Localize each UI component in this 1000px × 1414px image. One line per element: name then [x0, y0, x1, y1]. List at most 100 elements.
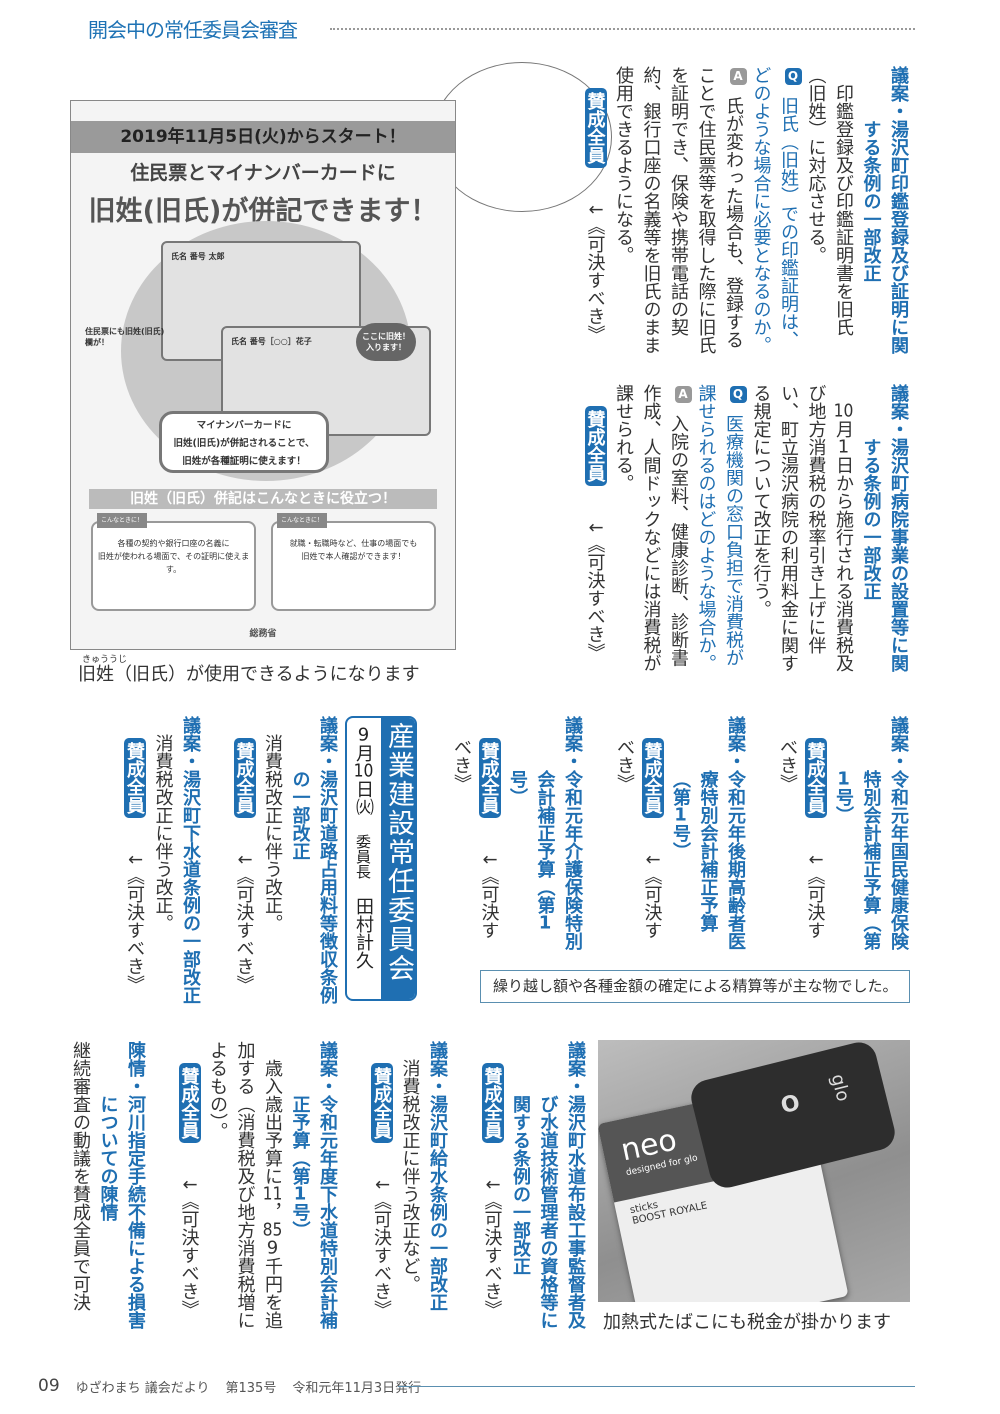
box-tag: こんなときに！ [277, 513, 328, 528]
bubble-line: マイナンバーカードに [196, 420, 292, 431]
answer: A 入院の室料、健康診断、診断書作成、人間ドックなどには消費税が課せられる。 [610, 384, 693, 674]
article-chinjo: 陳情・河川指定手続不備による損害についての陳情 継続審査の動議を賛成全員で可決 [67, 1041, 150, 1331]
vote-row: 賛成全員↓《可決すべき》 [774, 716, 830, 954]
vote-row: 賛成全員↓《可決すべき》 [230, 716, 259, 1004]
committee-info: 9月10日㈫ 委員長 田村計久 [347, 718, 381, 999]
article-kokuho: 議案・令和元年国民健康保険特別会計補正予算（第1号） 賛成全員↓《可決すべき》 [774, 716, 913, 954]
article-body: 継続審査の動議を賛成全員で可決 [70, 1041, 91, 1311]
article-title: 議案・湯沢町下水道条例の一部改正 [180, 716, 201, 1004]
article-body: 10月1日から施行される消費税及び地方消費税の税率引き上げに伴い、町立湯沢病院の… [750, 384, 855, 672]
poster-bubble: マイナンバーカードに 旧姓(旧氏)が併記されることで、 旧姓が各種証明に使えます… [159, 411, 329, 473]
stamp-illustration [432, 62, 612, 212]
note-box: 繰り越し額や各種金額の確定による精算等が主な物でした。 [480, 970, 910, 1003]
question: Q 医療機関の窓口負担で消費税が課せられるのはどのような場合か。 [692, 384, 747, 674]
poster-headline: 住民票とマイナンバーカードに [130, 162, 396, 184]
question-text: 医療機関の窓口負担で消費税が課せられるのはどのような場合か。 [695, 384, 745, 672]
vote-row: 賛成全員↓《可決すべき》 [581, 66, 610, 356]
a-icon: A [674, 386, 692, 403]
issue-number: 第135号 [225, 1380, 277, 1396]
koko-callout: ここに旧姓！入ります！ [356, 323, 416, 361]
vote-badge: 賛成全員 [584, 88, 607, 168]
vote-row: 賛成全員 ↓《可決すべき》 [175, 1041, 204, 1331]
article-suido: 議案・湯沢町水道布設工事監督者及び水道技術管理者の資格等に関する条例の一部改正 … [478, 1041, 589, 1331]
article-title: 議案・湯沢町病院事業の設置等に関する条例の一部改正 [860, 384, 910, 672]
committee-name: 産業建設常任委員会 [381, 718, 415, 999]
vote-result: ↓《可決すべき》 [451, 738, 500, 940]
article-title: 陳情・河川指定手続不備による損害についての陳情 [97, 1041, 147, 1329]
article-gesui-hosei: 議案・令和元年度下水道特別会計補正予算（第1号） 歳入歳出予算に11，859千円… [175, 1041, 341, 1331]
question-text: 旧氏（旧姓）での印鑑証明は、どのような場合に必要となるのか。 [750, 66, 800, 354]
q-icon: Q [729, 386, 747, 403]
answer: A 氏が変わった場合も、登録することで住民票等を取得した際に旧氏を証明でき、保険… [610, 66, 748, 356]
a-icon: A [729, 68, 747, 85]
article-body: 消費税改正に伴う改正など。 [399, 1059, 421, 1293]
vote-badge: 賛成全員 [641, 738, 664, 818]
vote-row: 賛成全員 ↓《可決すべき》 [581, 384, 610, 674]
q-icon: Q [784, 68, 802, 85]
vote-row: 賛成全員↓《可決すべき》 [121, 716, 150, 1004]
vote-badge: 賛成全員 [584, 406, 607, 486]
vote-badge: 賛成全員 [371, 1063, 393, 1143]
card-name: 氏名 番号［○○］花子 [231, 337, 312, 346]
article-title: 議案・令和元年介護保険特別会計補正予算（第1号） [507, 716, 583, 950]
article-byoin: 議案・湯沢町病院事業の設置等に関する条例の一部改正 10月1日から施行される消費… [581, 384, 912, 674]
answer-text: 入院の室料、健康診断、診断書作成、人間ドックなどには消費税が課せられる。 [613, 384, 689, 672]
chair-name: 田村計久 [353, 897, 374, 969]
bubble-line: 旧姓(旧氏)が併記されることで、 [173, 438, 315, 449]
vote-badge: 賛成全員 [804, 738, 827, 818]
vote-result: ↓《可決すべき》 [614, 738, 663, 940]
header-divider [330, 28, 915, 30]
committee-date: 9月10日㈫ [353, 726, 374, 816]
article-gesui: 議案・湯沢町下水道条例の一部改正 消費税改正に伴う改正。 賛成全員↓《可決すべき… [121, 716, 205, 1004]
caption-ruby: きゅううじ [82, 655, 128, 665]
article-title: 議案・湯沢町給水条例の一部改正 [427, 1041, 448, 1311]
vote-result: ↓《可決すべき》 [584, 520, 606, 662]
article-title: 議案・湯沢町道路占用料等徴収条例の一部改正 [289, 716, 339, 1004]
section-title: 開会中の常任委員会審査 [88, 18, 298, 42]
publication-name: ゆざわまち 議会だより [75, 1380, 210, 1396]
answer-text: 氏が変わった場合も、登録することで住民票等を取得した際に旧氏を証明でき、保険や携… [613, 66, 744, 354]
poster-caption: 旧姓（旧氏）が使用できるようになります [78, 664, 420, 685]
ministry-logo: 総務省 [249, 629, 277, 639]
vote-result: ↓《可決すべき》 [178, 1177, 200, 1319]
article-body: 消費税改正に伴う改正。 [152, 734, 174, 932]
footer-divider [398, 1386, 915, 1387]
poster-box: こんなときに！ 各種の契約や銀行口座の名義に 旧姓が使われる場面で、その証明に使… [91, 513, 256, 611]
vote-badge: 賛成全員 [233, 738, 256, 818]
chair-label: 委員長 [354, 834, 372, 879]
juminhyo-callout: 住民票にも旧姓(旧氏)欄が！ [85, 327, 165, 347]
article-title: 議案・令和元年後期高齢者医療特別会計補正予算（第1号） [670, 716, 746, 950]
box-line: 旧姓で本人確認ができます！ [301, 552, 406, 561]
vote-result: ↓《可決すべき》 [481, 1177, 503, 1319]
poster-start-date: 2019年11月5日(火)からスタート！ [71, 121, 455, 153]
vote-badge: 賛成全員 [481, 1063, 504, 1143]
poster-band: 旧姓（旧氏）併記はこんなときに役立つ！ [89, 489, 437, 509]
vote-result: ↓《可決すべき》 [124, 852, 145, 994]
article-title: 議案・湯沢町水道布設工事監督者及び水道技術管理者の資格等に関する条例の一部改正 [510, 1041, 586, 1329]
poster-image: 2019年11月5日(火)からスタート！ 住民票とマイナンバーカードに 旧姓(旧… [70, 100, 456, 650]
box-line: 旧姓が使われる場面で、その証明に使えます。 [97, 552, 250, 574]
article-kyusui: 議案・湯沢町給水条例の一部改正 消費税改正に伴う改正など。 賛成全員↓《可決すべ… [368, 1041, 452, 1331]
article-title: 議案・湯沢町印鑑登録及び証明に関する条例の一部改正 [860, 66, 910, 354]
card-name: 氏名 番号 太郎 [171, 252, 225, 261]
vote-badge: 賛成全員 [478, 738, 501, 818]
article-koki: 議案・令和元年後期高齢者医療特別会計補正予算（第1号） 賛成全員↓《可決すべき》 [611, 716, 750, 954]
footer: 09 ゆざわまち 議会だより 第135号 令和元年11月3日発行 [38, 1376, 421, 1396]
article-body: 印鑑登録及び印鑑証明書を旧氏（旧姓）に対応させる。 [805, 66, 855, 336]
vote-badge: 賛成全員 [178, 1063, 201, 1143]
vote-row: 賛成全員↓《可決すべき》 [448, 716, 504, 954]
vote-row: 賛成全員↓《可決すべき》 [368, 1041, 397, 1331]
article-body: 歳入歳出予算に11，859千円を追加する（消費税及び地方消費税増によるもの）。 [207, 1041, 283, 1329]
device-mark: O [778, 1090, 803, 1120]
article-body: 消費税改正に伴う改正。 [262, 734, 283, 932]
page-number: 09 [38, 1376, 60, 1396]
bubble-line: 旧姓が各種証明に使えます！ [182, 456, 306, 467]
issue-date: 令和元年11月3日発行 [292, 1380, 422, 1396]
article-title: 議案・令和元年度下水道特別会計補正予算（第1号） [289, 1041, 339, 1329]
vote-row: 賛成全員 ↓《可決すべき》 [478, 1041, 507, 1331]
article-doro: 議案・湯沢町道路占用料等徴収条例の一部改正 消費税改正に伴う改正。 賛成全員↓《… [230, 716, 341, 1004]
box-line: 就職・転職時など、仕事の場面でも [289, 539, 418, 548]
box-line: 各種の契約や銀行口座の名義に [117, 539, 230, 548]
